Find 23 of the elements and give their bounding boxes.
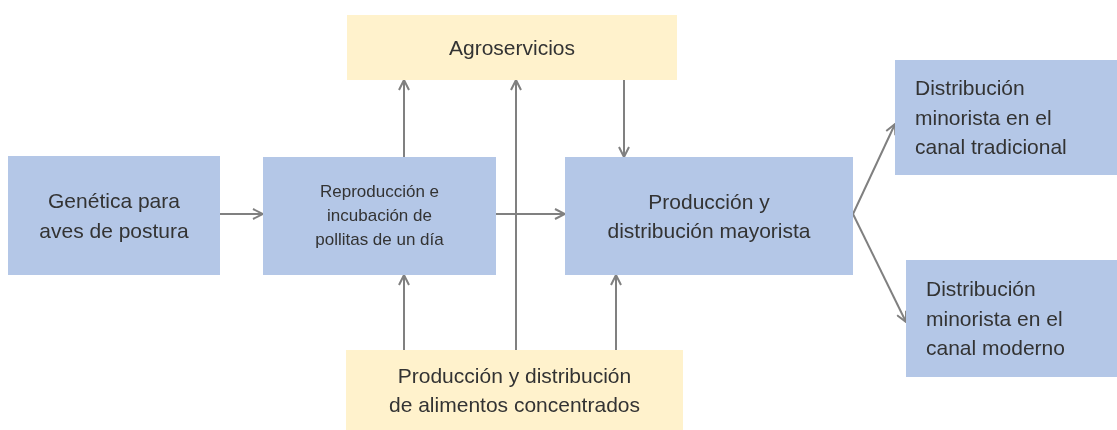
box-label: Agroservicios: [448, 34, 575, 61]
arrow: [852, 123, 897, 215]
arrow: [852, 213, 908, 323]
arrow: [510, 79, 522, 351]
arrow: [398, 79, 410, 158]
arrow: [219, 208, 264, 220]
process-box: [565, 157, 853, 275]
box-label: Producción y distribución mayorista: [606, 188, 812, 244]
process-box: [347, 15, 677, 80]
box-label: Distribución minorista en el canal tradicional: [915, 75, 1068, 161]
arrow: [495, 208, 566, 220]
arrow: [398, 274, 410, 351]
box-label: Genética para aves de postura: [38, 188, 190, 244]
box-label: Reproducción e incubación de pollitas de un día: [314, 181, 445, 251]
process-box: [8, 156, 220, 275]
arrow: [618, 79, 630, 158]
process-box: [906, 260, 1117, 377]
box-label: Producción y distribución de alimentos concentrados: [388, 362, 641, 418]
process-box: [346, 350, 683, 430]
arrow: [610, 274, 622, 351]
box-label: Distribución minorista en el canal moderno: [926, 276, 1066, 362]
process-box: [263, 157, 496, 275]
process-box: [895, 60, 1117, 175]
